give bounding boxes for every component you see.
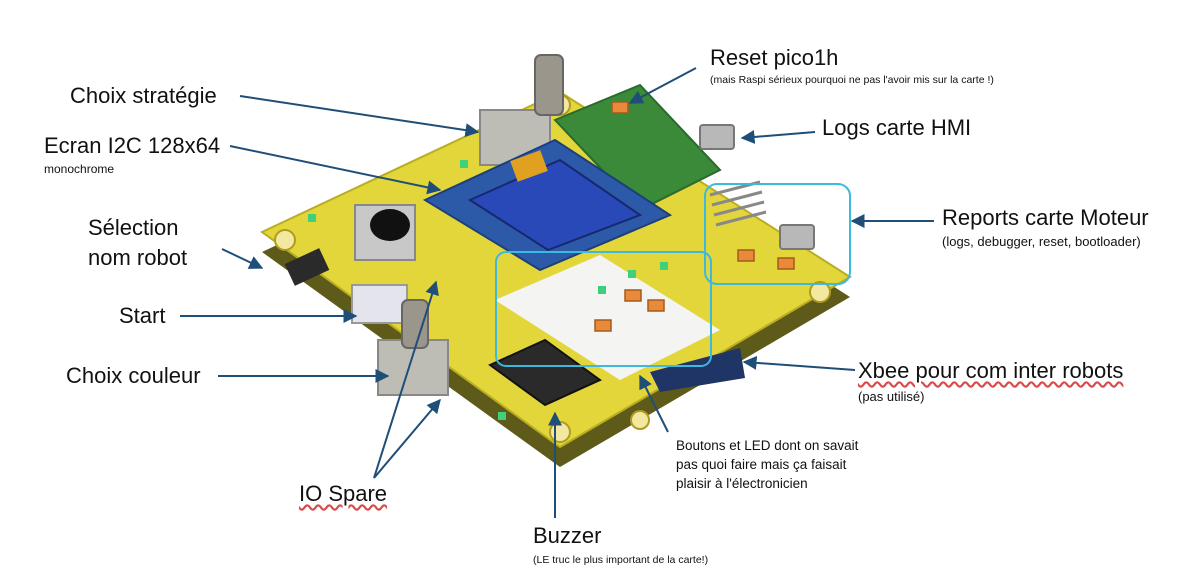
orange-buttons [594,101,795,332]
label-boutons-line1: Boutons et LED dont on savait [676,438,859,453]
pcb-white-area [495,255,720,380]
label-start: Start [119,303,166,328]
label-selection-line2: nom robot [88,245,188,270]
strategy-switch-knob [534,54,564,116]
label-choix-couleur: Choix couleur [66,363,201,388]
label-ecran-title: Ecran I2C 128x64 [44,133,221,158]
label-boutons-line3: plaisir à l'électronicien [676,476,808,491]
dip-switch [284,248,330,286]
label-xbee-sub: (pas utilisé) [858,389,925,404]
xbee-module [650,348,745,392]
pin-headers-motor [709,180,767,227]
arrow-reset [628,67,697,104]
label-selection-line1: Sélection [88,215,179,240]
label-buzzer: Buzzer [533,523,602,548]
label-reports-sub: (logs, debugger, reset, bootloader) [942,234,1141,249]
highlight-buttons-leds [495,251,712,367]
label-reports-title: Reports carte Moteur [942,205,1149,230]
color-switch-body [377,339,449,396]
arrow-io-spare [373,398,441,479]
usb-connector-hmi [699,124,735,150]
label-choix-strategie: Choix stratégie [70,83,217,108]
start-connector [351,284,408,324]
joystick-knob [370,209,410,241]
label-reset-title: Reset pico1h [710,45,839,70]
label-xbee-title: Xbee pour com inter robots [858,358,1124,383]
arrow-xbee [742,355,856,371]
color-switch-knob [401,299,429,349]
arrow-selection [221,248,264,269]
arrow-boutons [639,374,669,433]
highlight-motor-ports [704,183,851,285]
buzzer-component [488,338,602,407]
usb-connector-motor [779,224,815,250]
oled-ribbon [510,150,548,182]
label-ecran-sub: monochrome [44,162,115,176]
arrow-ecran [229,145,442,195]
label-buzzer-sub: (LE truc le plus important de la carte!) [533,554,709,566]
label-reset-sub: (mais Raspi sérieux pourquoi ne pas l'av… [710,74,994,86]
arrow-choix-strategie [239,95,480,138]
label-boutons-line2: pas quoi faire mais ça faisait [676,457,847,472]
arrow-io-spare-2 [373,280,439,479]
label-io-spare: IO Spare [299,481,388,506]
label-logs-hmi: Logs carte HMI [822,115,972,140]
annotation-arrows [180,67,934,518]
arrow-logs-hmi [740,129,816,144]
green-leds [308,160,668,420]
